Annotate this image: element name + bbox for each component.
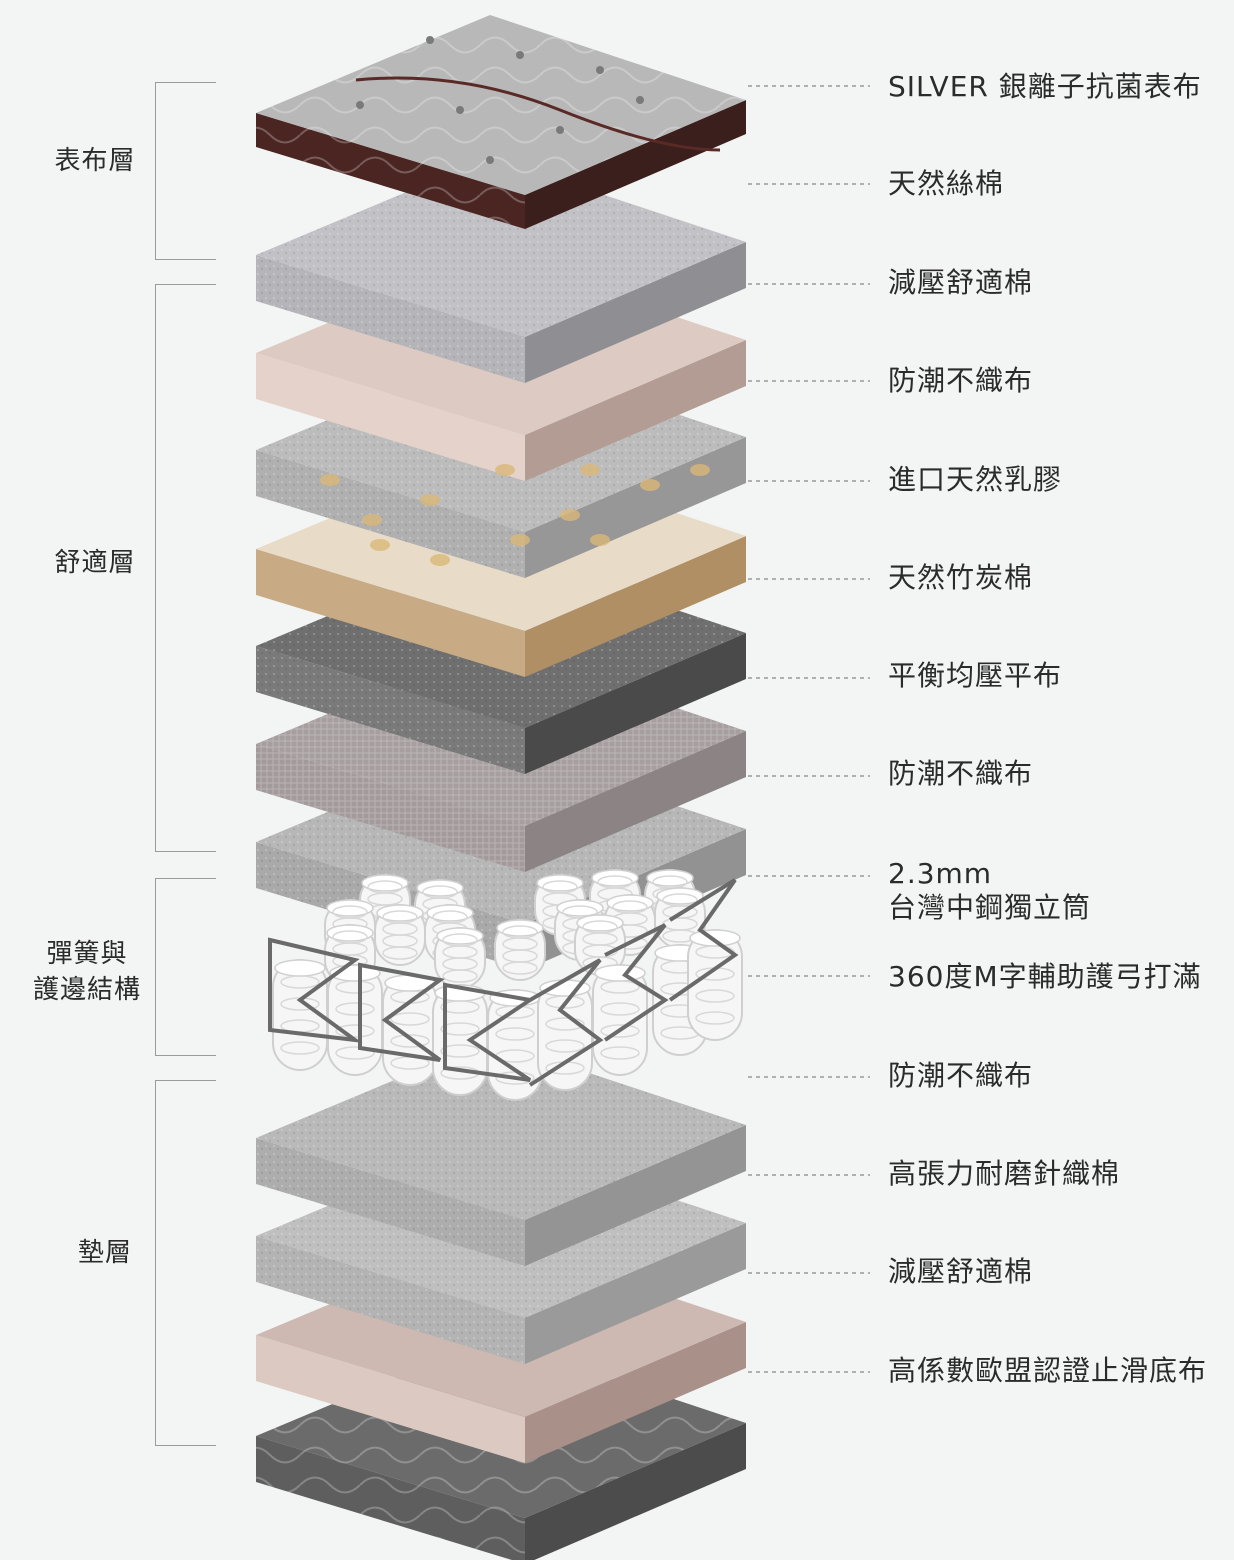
spring-coil	[382, 974, 438, 1086]
spring-coil	[654, 887, 706, 949]
slab-silver-cover	[256, 15, 746, 229]
slab-silk-cotton	[256, 157, 746, 383]
label-latex: 進口天然乳膠	[888, 463, 1063, 496]
label-springs-line1: 2.3mm	[888, 857, 993, 890]
spring-coil	[432, 984, 488, 1096]
bracket-comfort-layer	[155, 284, 216, 852]
spring-coil	[272, 959, 328, 1071]
spring-coil	[327, 964, 383, 1076]
cover-quilt-seam	[355, 36, 721, 164]
spring-coil	[592, 964, 648, 1076]
label-antislip-base: 高係數歐盟認證止滑底布	[888, 1354, 1208, 1387]
bracket-cover-layer	[155, 82, 216, 260]
label-nonwoven-3: 防潮不織布	[888, 1059, 1034, 1092]
label-comfort-foam-2: 減壓舒適棉	[888, 1255, 1034, 1288]
spring-coil	[494, 919, 546, 981]
label-knit-cotton: 高張力耐磨針織棉	[888, 1157, 1121, 1190]
pocket-spring-unit	[268, 869, 743, 1101]
group-label-spring-line2: 護邊結構	[32, 975, 141, 1005]
label-m-brace: 360度M字輔助護弓打滿	[888, 960, 1202, 993]
label-nonwoven-1: 防潮不織布	[888, 364, 1034, 397]
group-label-spring-line1: 彈簧與	[46, 939, 128, 969]
latex-perforations	[320, 464, 710, 566]
layer-slabs	[256, 15, 746, 1560]
label-springs-line2: 台灣中鋼獨立筒	[888, 891, 1092, 924]
bracket-base-layer	[155, 1080, 216, 1446]
label-nonwoven-2: 防潮不織布	[888, 757, 1034, 790]
leader-lines	[748, 85, 870, 1373]
spring-coil	[374, 904, 426, 966]
slab-nonwoven-3	[256, 1040, 746, 1266]
group-label-cover: 表布層	[54, 146, 136, 176]
spring-coil	[687, 929, 743, 1041]
m-edge-brace	[268, 878, 739, 1087]
spring-coil	[537, 979, 593, 1091]
label-bamboo-charcoal: 天然竹炭棉	[888, 561, 1034, 594]
group-label-base: 墊層	[77, 1238, 132, 1268]
label-springs: 2.3mm 台灣中鋼獨立筒	[888, 857, 1091, 925]
label-balance-cloth: 平衡均壓平布	[888, 659, 1063, 692]
bracket-spring-structure	[155, 878, 216, 1056]
label-comfort-foam-1: 減壓舒適棉	[888, 266, 1034, 299]
group-label-comfort: 舒適層	[54, 548, 136, 578]
label-silk-cotton: 天然絲棉	[888, 167, 1005, 200]
label-silver-cover: SILVER 銀離子抗菌表布	[888, 70, 1202, 103]
group-label-spring: 彈簧與 護邊結構	[22, 936, 152, 1008]
